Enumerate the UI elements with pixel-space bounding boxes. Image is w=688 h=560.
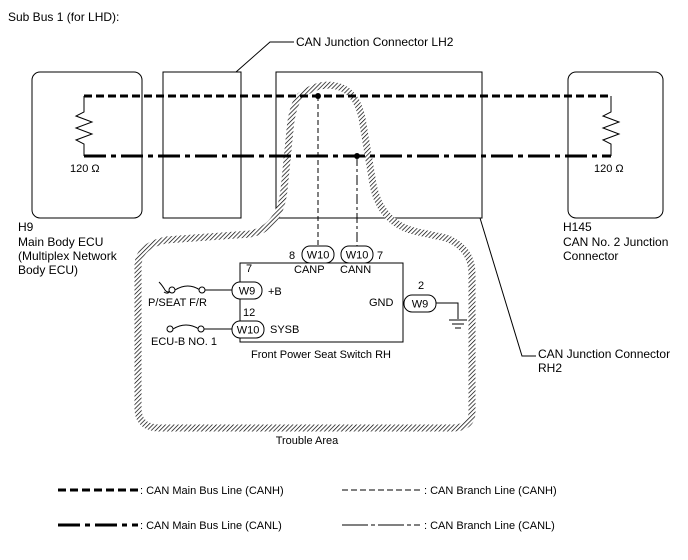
canp-connector-label: W10 xyxy=(307,250,330,262)
cann-connector xyxy=(340,245,374,264)
legend-canh-main-label: : CAN Main Bus Line (CANH) xyxy=(140,485,284,497)
h9-name-2: (Multiplex Network xyxy=(18,249,118,263)
sysb-connector-label: W10 xyxy=(237,325,260,337)
rh2-leader-line xyxy=(479,217,536,357)
cann-pin-number: 7 xyxy=(377,250,383,262)
b-connector xyxy=(231,281,263,300)
h9-code: H9 xyxy=(18,220,34,234)
terminating-resistor-left xyxy=(74,96,94,156)
gnd-pin-number: 2 xyxy=(418,280,424,292)
junction-rh2-label-2: RH2 xyxy=(538,361,562,375)
h145-name-2: Connector xyxy=(563,249,618,263)
h145-code: H145 xyxy=(563,220,592,234)
main-body-ecu-box xyxy=(31,71,143,219)
h145-connector-box xyxy=(567,71,664,219)
pseat-fuse-label: P/SEAT F/R xyxy=(148,297,207,309)
canp-pin-name: CANP xyxy=(294,264,325,276)
sysb-pin-name: SYSB xyxy=(270,324,299,336)
junction-lh2-label: CAN Junction Connector LH2 xyxy=(296,35,454,49)
legend-canl-branch-label: : CAN Branch Line (CANL) xyxy=(424,520,555,532)
h9-name-3: Body ECU) xyxy=(18,263,78,277)
switch-name: Front Power Seat Switch RH xyxy=(251,349,391,361)
terminating-resistor-right xyxy=(601,96,621,156)
b-connector-label: W9 xyxy=(239,286,256,298)
gnd-wire xyxy=(436,302,459,319)
lh2-leader-line xyxy=(235,41,294,73)
b-pin-name: +B xyxy=(268,286,282,298)
trouble-area-outline xyxy=(134,81,476,432)
trouble-area-label: Trouble Area xyxy=(276,435,339,447)
legend-canl-main-label: : CAN Main Bus Line (CANL) xyxy=(140,520,282,532)
sysb-connector xyxy=(231,320,265,339)
front-power-seat-switch-box xyxy=(239,262,404,343)
b-pin-number: 7 xyxy=(246,263,252,275)
h145-name-1: CAN No. 2 Junction xyxy=(563,235,668,249)
sysb-pin-number: 12 xyxy=(243,307,255,319)
junction-lh2-box xyxy=(162,71,242,219)
h9-name-1: Main Body ECU xyxy=(18,235,103,249)
gnd-pin-name: GND xyxy=(369,297,394,309)
gnd-connector-label: W9 xyxy=(412,299,429,311)
ecub-fuse-label: ECU-B NO. 1 xyxy=(151,336,217,348)
ecub-fuse xyxy=(166,324,205,333)
pseat-fuse xyxy=(158,281,206,294)
legend-canh-branch-label: : CAN Branch Line (CANH) xyxy=(424,485,557,497)
ground-symbol-icon xyxy=(449,319,467,329)
right-resistor-value: 120 Ω xyxy=(594,163,624,175)
junction-rh2-label-1: CAN Junction Connector xyxy=(538,347,670,361)
canp-connector xyxy=(301,245,335,264)
diagram-title: Sub Bus 1 (for LHD): xyxy=(8,10,119,24)
cann-connector-label: W10 xyxy=(346,250,369,262)
canp-pin-number: 8 xyxy=(289,250,295,262)
cann-pin-name: CANN xyxy=(340,264,371,276)
left-resistor-value: 120 Ω xyxy=(70,163,100,175)
